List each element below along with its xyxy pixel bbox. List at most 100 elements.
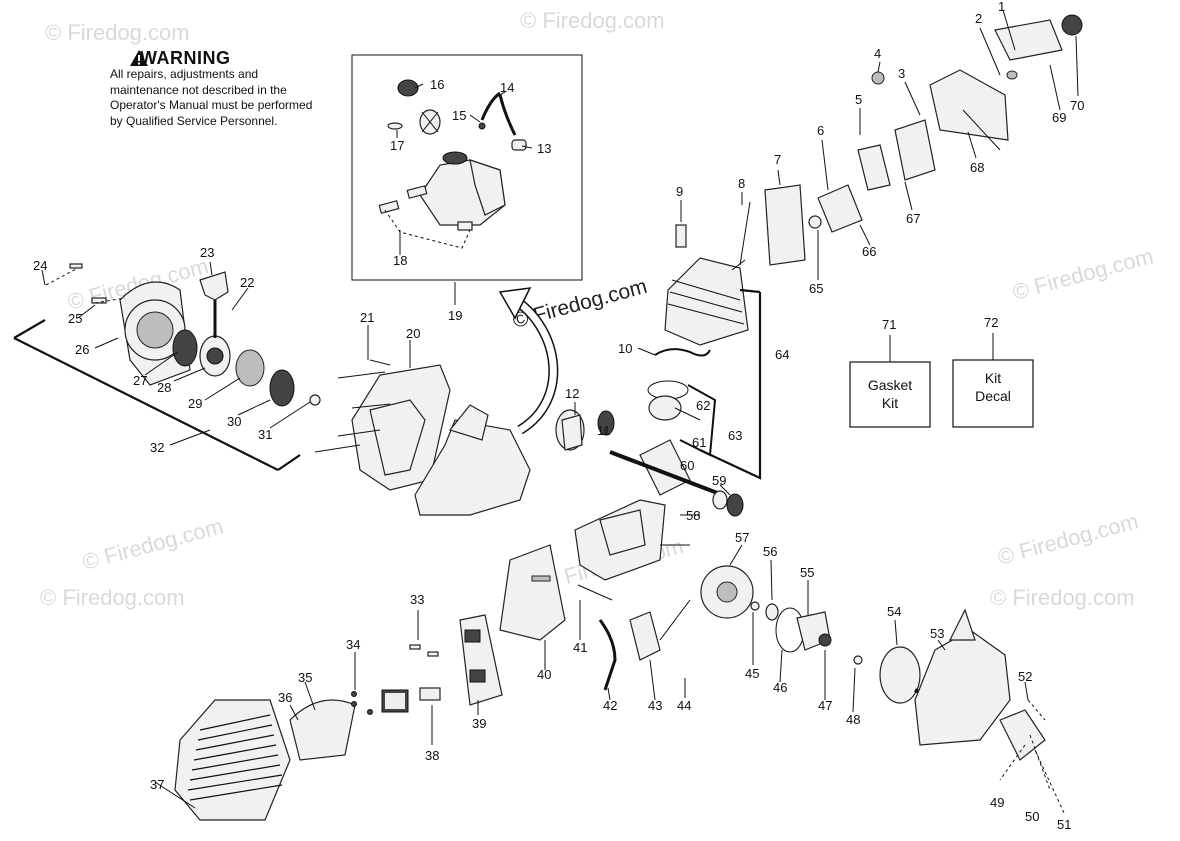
warning-title: WARNING [140, 48, 231, 68]
callout-3: 3 [898, 66, 905, 81]
callout-44: 44 [677, 698, 691, 713]
callout-42: 42 [603, 698, 617, 713]
callout-4: 4 [874, 46, 881, 61]
watermark-text: © Firedog.com [40, 585, 185, 610]
callout-24: 24 [33, 258, 47, 273]
callout-50: 50 [1025, 809, 1039, 824]
callout-59: 59 [712, 473, 726, 488]
callout-38: 38 [425, 748, 439, 763]
watermark-text: © Firedog.com [990, 585, 1135, 610]
cylinder-group [664, 14, 1083, 480]
callout-32: 32 [150, 440, 164, 455]
crankcase-group [574, 499, 666, 601]
callout-54: 54 [887, 604, 901, 619]
callout-58: 58 [686, 508, 700, 523]
callout-37: 37 [150, 777, 164, 792]
callout-8: 8 [738, 176, 745, 191]
callout-46: 46 [773, 680, 787, 695]
callout-23: 23 [200, 245, 214, 260]
callout-69: 69 [1052, 110, 1066, 125]
callout-14: 14 [500, 80, 514, 95]
callout-62: 62 [696, 398, 710, 413]
callout-17: 17 [390, 138, 404, 153]
watermark-text: © Firedog.com [995, 508, 1141, 570]
callout-40: 40 [537, 667, 551, 682]
callout-31: 31 [258, 427, 272, 442]
fuel-tank-inset-box [351, 54, 583, 281]
callout-10: 10 [618, 341, 632, 356]
callout-63: 63 [728, 428, 742, 443]
callout-47: 47 [818, 698, 832, 713]
gasket-kit-label: Gasket Kit [867, 377, 913, 411]
callout-numbers: 1 2 3 4 5 6 7 8 9 10 11 12 13 14 15 16 1… [33, 0, 1084, 832]
kit-decal-label: Kit Decal [975, 370, 1011, 404]
starter-group [13, 263, 321, 471]
callout-41: 41 [573, 640, 587, 655]
ignition-group [598, 565, 936, 704]
callout-12: 12 [565, 386, 579, 401]
callout-18: 18 [393, 253, 407, 268]
watermark-text: © Firedog.com [520, 8, 665, 33]
callout-21: 21 [360, 310, 374, 325]
callout-35: 35 [298, 670, 312, 685]
callout-34: 34 [346, 637, 360, 652]
callout-60: 60 [680, 458, 694, 473]
callout-2: 2 [975, 11, 982, 26]
callout-16: 16 [430, 77, 444, 92]
muffler-group [409, 544, 566, 706]
callout-55: 55 [800, 565, 814, 580]
callout-13: 13 [537, 141, 551, 156]
callout-28: 28 [157, 380, 171, 395]
callout-1: 1 [998, 0, 1005, 14]
callout-5: 5 [855, 92, 862, 107]
callout-53: 53 [930, 626, 944, 641]
callout-71: 71 [882, 317, 896, 332]
watermark-text: © Firedog.com [80, 513, 226, 575]
clutch-housing-group [914, 608, 1066, 816]
callout-67: 67 [906, 211, 920, 226]
callout-9: 9 [676, 184, 683, 199]
callout-29: 29 [188, 396, 202, 411]
callout-22: 22 [240, 275, 254, 290]
watermark-main: © Firedog.com [510, 275, 649, 333]
fuel-tank-group [378, 79, 527, 249]
callout-52: 52 [1018, 669, 1032, 684]
callout-26: 26 [75, 342, 89, 357]
callout-61: 61 [692, 435, 706, 450]
callout-33: 33 [410, 592, 424, 607]
callout-27: 27 [133, 373, 147, 388]
warning-text: All repairs, adjustments and maintenance… [110, 67, 313, 128]
callout-51: 51 [1057, 817, 1071, 832]
callout-20: 20 [406, 326, 420, 341]
callout-45: 45 [745, 666, 759, 681]
callout-68: 68 [970, 160, 984, 175]
callout-48: 48 [846, 712, 860, 727]
callout-30: 30 [227, 414, 241, 429]
callout-70: 70 [1070, 98, 1084, 113]
callout-19: 19 [448, 308, 462, 323]
callout-66: 66 [862, 244, 876, 259]
callout-49: 49 [990, 795, 1004, 810]
callout-56: 56 [763, 544, 777, 559]
callout-57: 57 [735, 530, 749, 545]
misc-parts [561, 348, 711, 451]
leader-lines [41, 9, 1079, 809]
fan-cover-group [174, 687, 441, 821]
callout-64: 64 [775, 347, 789, 362]
callout-25: 25 [68, 311, 82, 326]
callout-72: 72 [984, 315, 998, 330]
crank-group [555, 380, 744, 517]
watermark-text: © Firedog.com [1010, 243, 1156, 305]
callout-65: 65 [809, 281, 823, 296]
warning-icon [130, 50, 148, 66]
callout-36: 36 [278, 690, 292, 705]
callout-43: 43 [648, 698, 662, 713]
housing-group [314, 359, 531, 516]
callout-15: 15 [452, 108, 466, 123]
callout-11: 11 [597, 423, 611, 438]
callout-6: 6 [817, 123, 824, 138]
watermark-text: © Firedog.com [45, 20, 190, 45]
callout-7: 7 [774, 152, 781, 167]
callout-39: 39 [472, 716, 486, 731]
